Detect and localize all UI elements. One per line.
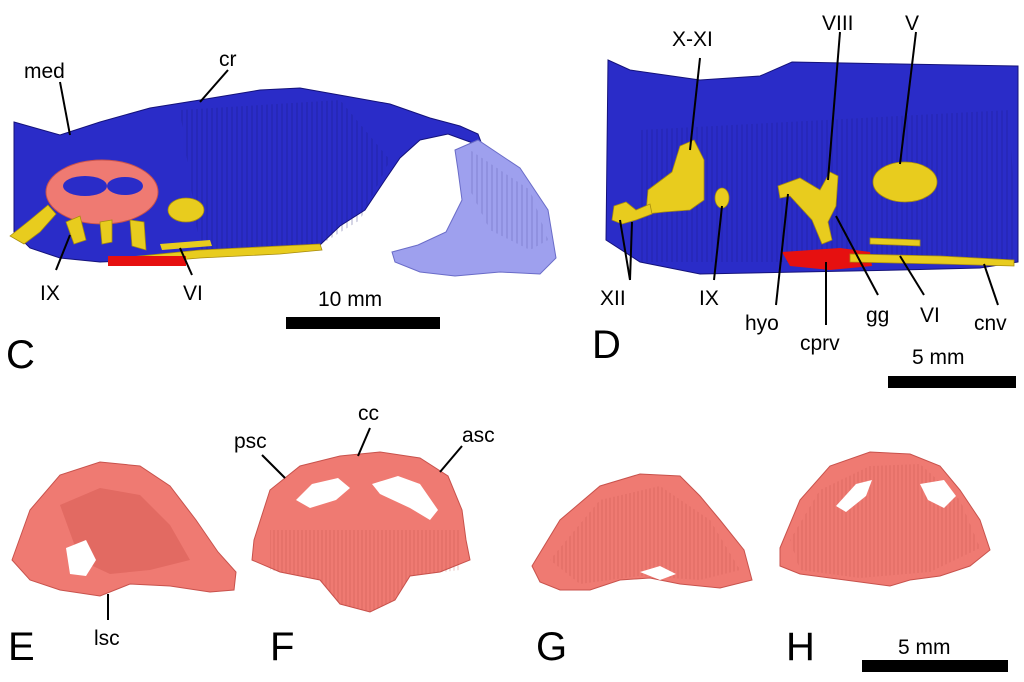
- label-vi-d: VI: [920, 304, 940, 327]
- panel-letter-f: F: [270, 625, 294, 669]
- panel-letter-c: C: [6, 333, 35, 377]
- vessel-d: [782, 248, 872, 270]
- nerve-x-xi-d: [645, 139, 705, 215]
- scale-bar-d: [888, 376, 1016, 388]
- braincase-c-texture: [180, 100, 390, 250]
- nerve-ix-c: [9, 204, 57, 245]
- scale-label-d: 5 mm: [912, 346, 965, 369]
- nerve-branches-c: [65, 215, 147, 251]
- panel-letter-e: E: [8, 625, 35, 669]
- panel-letter-h: H: [786, 625, 815, 669]
- label-cprv: cprv: [800, 332, 840, 355]
- label-hyo: hyo: [745, 312, 779, 335]
- nerve-vi-branch-c: [160, 240, 212, 250]
- label-ix-d: IX: [699, 287, 719, 310]
- scale-bar-h: [862, 660, 1008, 672]
- nerve-vi-d: [849, 237, 1015, 267]
- panel-letter-g: G: [536, 625, 567, 669]
- nerve-v-d: [872, 161, 938, 203]
- pale-region-c-texture: [470, 150, 548, 250]
- panel-e: lsc E: [8, 461, 237, 669]
- scale-bar-c: [286, 317, 440, 329]
- label-cc: cc: [358, 402, 379, 425]
- nerve-xii-d: [611, 201, 653, 225]
- label-cnv: cnv: [974, 312, 1007, 335]
- panel-d: X-XI VIII V XII IX hyo cprv gg VI cnv 5 …: [592, 12, 1019, 388]
- nerve-ix-d: [714, 187, 730, 209]
- panel-letter-d: D: [592, 323, 621, 367]
- label-xii: XII: [600, 287, 626, 310]
- panel-h: 5 mm H: [779, 451, 1008, 672]
- nerve-v-c: [167, 197, 205, 223]
- label-med: med: [24, 60, 65, 83]
- panel-f: psc cc asc F: [234, 402, 495, 669]
- label-x-xi: X-XI: [672, 28, 713, 51]
- scale-label-h: 5 mm: [898, 636, 951, 659]
- label-lsc: lsc: [94, 627, 120, 650]
- label-gg: gg: [866, 304, 889, 327]
- panel-c: med cr IX VI 10 mm C: [6, 48, 557, 377]
- nerve-viii-d: [777, 171, 839, 245]
- label-asc: asc: [462, 424, 495, 447]
- label-vi-c: VI: [183, 282, 203, 305]
- label-psc: psc: [234, 430, 267, 453]
- label-cr: cr: [219, 48, 237, 71]
- label-ix-c: IX: [40, 282, 60, 305]
- label-v: V: [905, 12, 919, 35]
- label-viii: VIII: [822, 12, 854, 35]
- scale-label-c: 10 mm: [318, 288, 382, 311]
- vessel-c: [108, 256, 186, 266]
- panel-g: G: [531, 473, 753, 669]
